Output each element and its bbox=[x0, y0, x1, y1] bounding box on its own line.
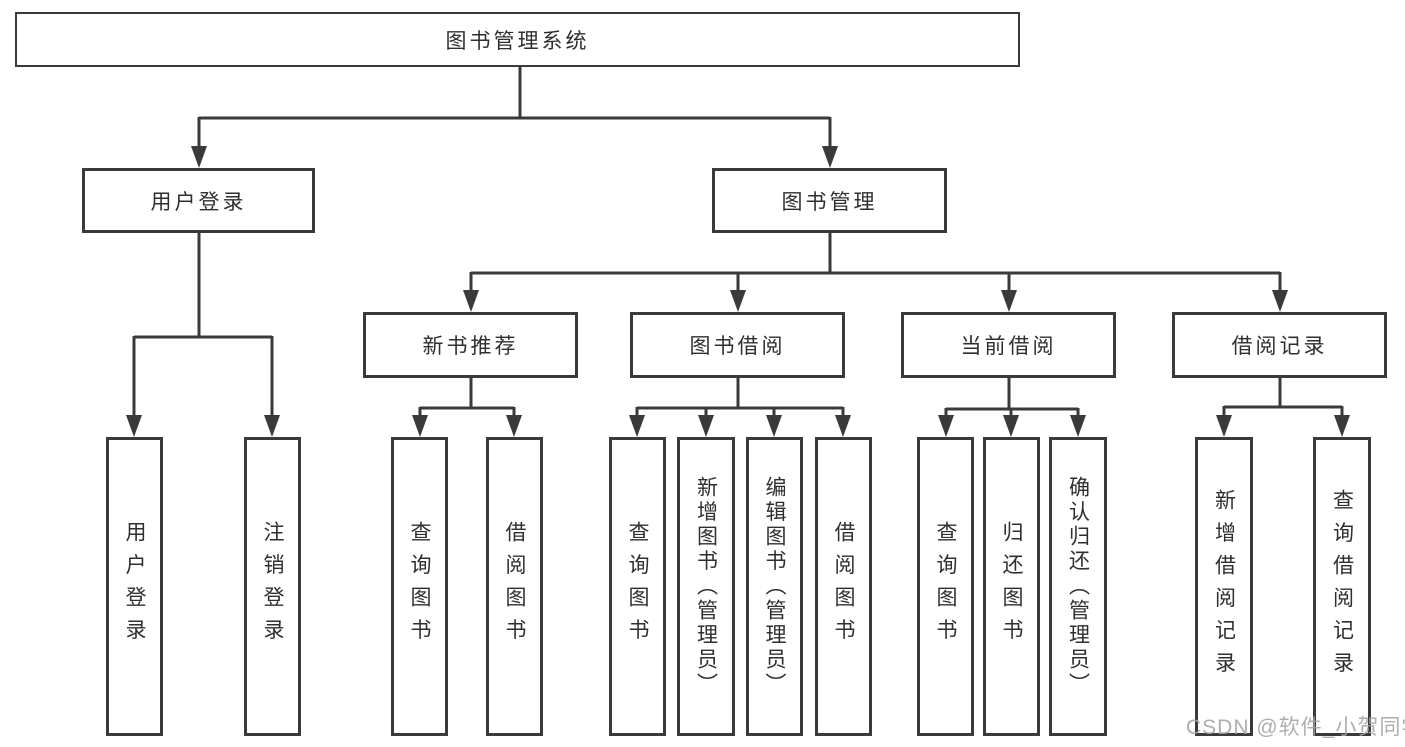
leaf-add-book-admin: 新增图书（管理员） bbox=[677, 437, 735, 736]
leaf-label: 借阅图书 bbox=[503, 521, 526, 652]
node-book-management: 图书管理 bbox=[712, 168, 947, 233]
node-borrow-records: 借阅记录 bbox=[1172, 312, 1387, 378]
leaf-query-books-2: 查询图书 bbox=[609, 437, 666, 736]
node-root: 图书管理系统 bbox=[15, 12, 1020, 67]
leaf-label: 编辑图书（管理员） bbox=[763, 475, 786, 698]
leaf-query-books-1: 查询图书 bbox=[391, 437, 448, 736]
leaf-label: 借阅图书 bbox=[832, 521, 855, 652]
leaf-add-borrow-record: 新增借阅记录 bbox=[1195, 437, 1253, 736]
leaf-edit-book-admin: 编辑图书（管理员） bbox=[746, 437, 803, 736]
leaf-logout: 注销登录 bbox=[244, 437, 301, 736]
leaf-borrow-books-1: 借阅图书 bbox=[486, 437, 543, 736]
leaf-user-login: 用户登录 bbox=[106, 437, 163, 736]
leaf-label: 归还图书 bbox=[1000, 521, 1023, 652]
leaf-label: 确认归还（管理员） bbox=[1066, 475, 1090, 698]
node-new-book-recommend: 新书推荐 bbox=[363, 312, 578, 378]
leaf-label: 查询图书 bbox=[408, 521, 431, 652]
leaf-label: 新增借阅记录 bbox=[1212, 488, 1236, 685]
leaf-return-book: 归还图书 bbox=[983, 437, 1040, 736]
leaf-label: 查询图书 bbox=[626, 521, 649, 652]
leaf-confirm-return-admin: 确认归还（管理员） bbox=[1049, 437, 1107, 736]
leaf-label: 查询图书 bbox=[934, 521, 957, 652]
leaf-query-books-3: 查询图书 bbox=[917, 437, 974, 736]
node-book-borrow: 图书借阅 bbox=[630, 312, 845, 378]
node-current-borrow: 当前借阅 bbox=[901, 312, 1116, 378]
node-user-login: 用户登录 bbox=[82, 168, 315, 233]
leaf-label: 注销登录 bbox=[261, 521, 284, 652]
leaf-borrow-books-2: 借阅图书 bbox=[815, 437, 872, 736]
leaf-label: 用户登录 bbox=[123, 521, 146, 652]
arrowheads bbox=[126, 146, 1350, 437]
leaf-query-borrow-record: 查询借阅记录 bbox=[1313, 437, 1371, 736]
csdn-watermark: CSDN @软件_小贺同学 bbox=[1186, 716, 1405, 739]
leaf-label: 查询借阅记录 bbox=[1330, 488, 1354, 685]
leaf-label: 新增图书（管理员） bbox=[694, 475, 718, 698]
